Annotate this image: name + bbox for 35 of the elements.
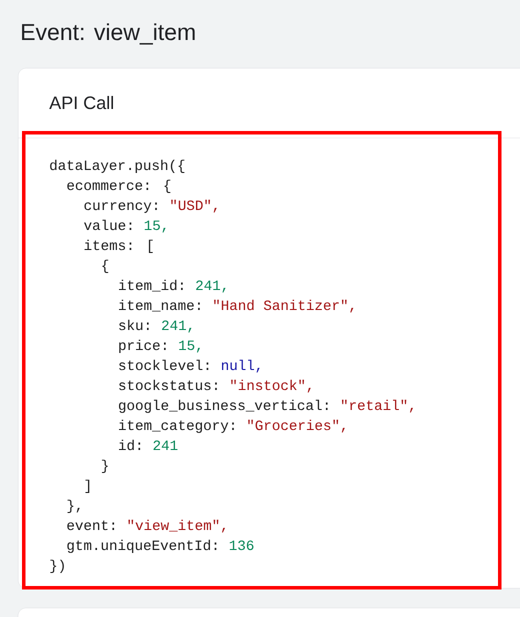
code-text: event: xyxy=(67,520,114,530)
number-value: 241, xyxy=(196,280,226,292)
code-text: sku: xyxy=(119,320,149,330)
code-text: ] xyxy=(85,480,90,493)
heading: Event: view_item xyxy=(22,23,195,45)
code-text: }, xyxy=(68,500,80,513)
number-value: 15, xyxy=(179,340,200,352)
code-text: price: xyxy=(119,340,166,353)
code-text: item_id: xyxy=(119,280,183,292)
code-text: }) xyxy=(50,560,64,573)
string-value: "Groceries", xyxy=(248,420,345,432)
code-text: item_name: xyxy=(119,300,200,312)
code-text: id: xyxy=(119,440,140,450)
string-value: "instock", xyxy=(231,380,311,392)
string-value: "view_item", xyxy=(128,520,226,532)
number-value: 136 xyxy=(230,540,254,550)
string-value: "retail", xyxy=(342,400,413,412)
number-value: 241, xyxy=(162,320,192,332)
code-text: value: xyxy=(84,220,132,230)
code-text: { xyxy=(102,260,108,273)
code-text: item_category: xyxy=(119,420,234,433)
code-text: stocklevel: xyxy=(119,360,208,370)
code-text: items: [ xyxy=(84,240,153,253)
code-text: google_business_vertical: xyxy=(119,400,328,413)
keyword-value: null, xyxy=(222,360,260,372)
code-text: dataLayer.push({ xyxy=(50,160,184,173)
number-value: 15, xyxy=(144,220,166,232)
code-text: } xyxy=(102,460,108,473)
string-value: "USD", xyxy=(171,200,217,212)
number-value: 241 xyxy=(154,440,178,450)
code-text: ecommerce: { xyxy=(67,180,170,193)
code-text: currency: xyxy=(84,202,157,213)
string-value: "Hand Sanitizer", xyxy=(214,300,354,312)
code-text: gtm.uniqueEventId: xyxy=(67,540,216,553)
code-text: stockstatus: xyxy=(119,380,217,390)
